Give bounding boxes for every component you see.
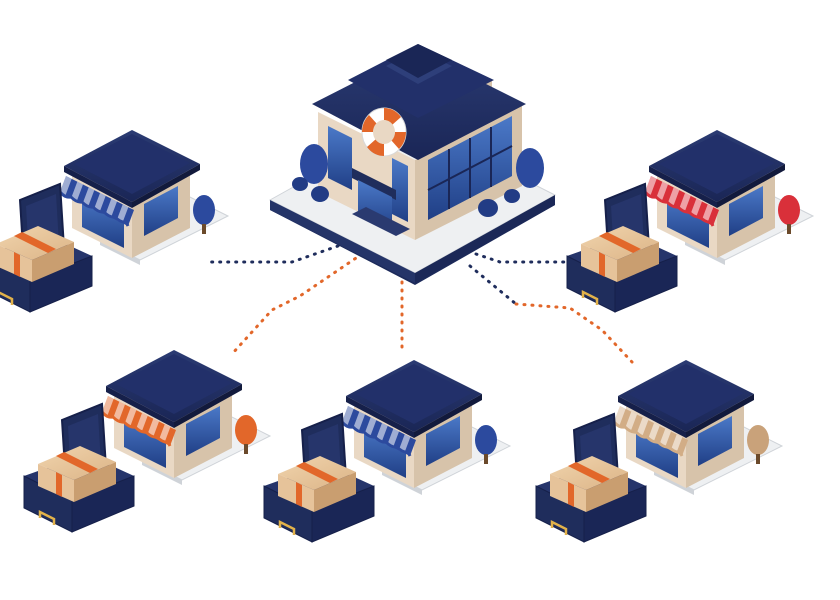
hub-tree-left [300,144,328,184]
store-roof-edge-right [414,394,482,438]
store-roof-edge-right [174,384,242,428]
suitcase-icon [566,182,678,313]
store-roof-edge-right [686,394,754,438]
package-icon [550,456,628,512]
store-window-side [186,406,220,456]
store-roof-top [74,134,190,194]
store-awning [340,406,416,457]
store-tree [747,425,769,455]
hub-building [268,44,557,285]
store-roof-top [356,364,472,424]
store-tree [193,195,215,225]
store-roof-edge [346,396,414,438]
hub-platform-edge-right [415,195,555,283]
hub-shrub-left-2 [311,186,329,202]
store-roof-top [116,354,232,414]
store-roof-edge [649,166,717,208]
store-awning [643,176,719,227]
store-roof-edge [64,166,132,208]
connector-hub-to-store-bottom-right-navy [468,264,518,306]
store-roof-edge-right [132,164,200,208]
lifebuoy-icon [361,107,407,157]
store-top-left [0,130,230,313]
store-tree-trunk [202,224,206,234]
store-awning [100,396,176,447]
hub-window-left-2 [392,158,408,222]
connector-hub-to-store-top-left [204,244,340,264]
store-window-side [426,416,460,466]
store-top-right [566,130,815,313]
store-bottom-left [23,350,272,533]
store-awning [612,406,688,457]
connector-hub-to-store-bottom-left [230,252,364,356]
hub-shrub-right [478,199,498,217]
hub-platform-edge-left [270,200,415,283]
hub-tree-right [516,148,544,188]
store-roof-edge [106,386,174,428]
store-tree [475,425,497,455]
package-icon [0,226,74,282]
store-awning [58,176,134,227]
connector-hub-to-store-top-right [474,252,592,264]
suitcase-icon [263,412,375,543]
store-window-side [144,186,178,236]
store-tree-trunk [787,224,791,234]
hub-entrance-steps [352,207,410,236]
store-roof-edge-right [717,164,785,208]
store-bottom-right [535,360,784,543]
store-tree-trunk [756,454,760,464]
store-bottom-center [263,360,512,543]
suitcase-icon [23,402,135,533]
store-tree [778,195,800,225]
hub-entrance-canopy [352,168,396,200]
store-roof-edge [618,396,686,438]
hub-shrub-right-2 [504,189,520,203]
suitcase-icon [535,412,647,543]
hub-window-mullions [427,127,513,209]
store-window-side [698,416,732,466]
store-roof-top [628,364,744,424]
connectors [204,244,634,364]
store-window-side [729,186,763,236]
connector-hub-to-store-bottom-right [514,302,634,364]
package-icon [278,456,356,512]
hub-roof-cap [386,44,452,78]
store-tree-trunk [244,444,248,454]
stores [0,130,815,543]
package-icon [38,446,116,502]
hub-window-left [328,126,352,190]
store-tree [235,415,257,445]
store-tree-trunk [484,454,488,464]
hub-shrub-left [292,177,308,191]
suitcase-icon [0,182,93,313]
package-icon [581,226,659,282]
store-roof-top [659,134,775,194]
